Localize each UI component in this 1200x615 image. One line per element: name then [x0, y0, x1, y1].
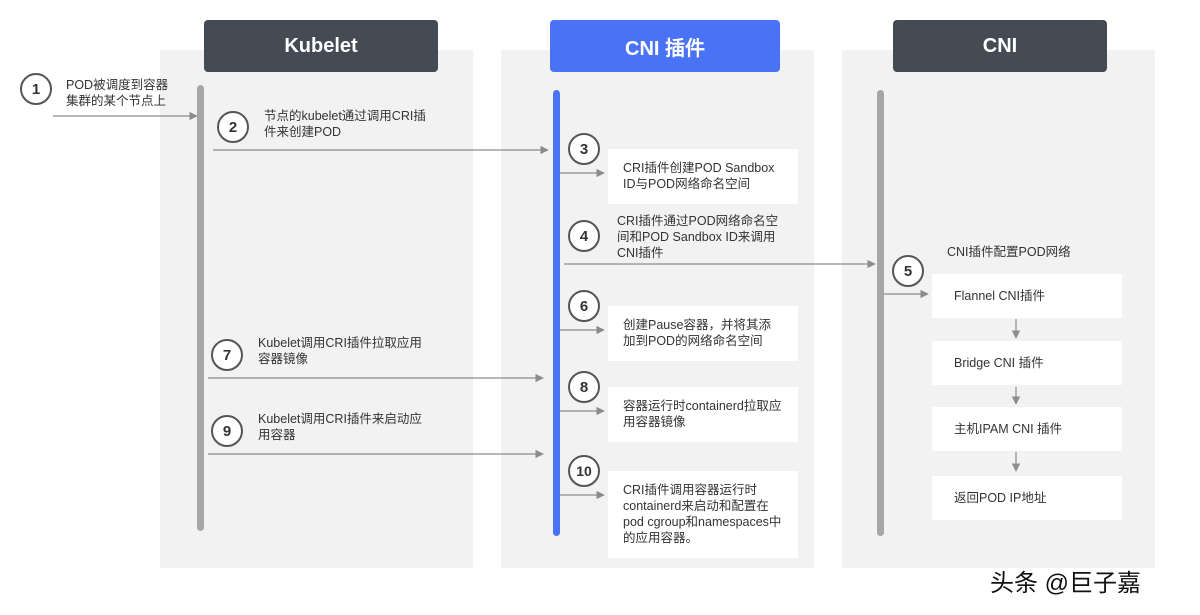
- step-10-box: CRI插件调用容器运行时containerd来启动和配置在pod cgroup和…: [608, 471, 798, 558]
- cni-plugin-lifeline: [553, 90, 560, 536]
- step-3-box: CRI插件创建POD Sandbox ID与POD网络命名空间: [608, 149, 798, 204]
- step-10-text: CRI插件调用容器运行时containerd来启动和配置在pod cgroup和…: [623, 483, 782, 545]
- kubelet-header: Kubelet: [204, 20, 438, 72]
- step-8-text: 容器运行时containerd拉取应用容器镜像: [623, 399, 782, 429]
- step-9-number: 9: [211, 415, 243, 447]
- step-4-number: 4: [568, 220, 600, 252]
- cni-chain-bridge: Bridge CNI 插件: [932, 341, 1122, 385]
- step-8-number: 8: [568, 371, 600, 403]
- step-1-text: POD被调度到容器集群的某个节点上: [66, 78, 169, 108]
- cni-header: CNI: [893, 20, 1107, 72]
- kubelet-lifeline: [197, 85, 204, 531]
- step-7-text: Kubelet调用CRI插件拉取应用容器镜像: [258, 336, 422, 366]
- kubelet-lane: [160, 50, 473, 568]
- step-2-number: 2: [217, 111, 249, 143]
- cni-lifeline: [877, 90, 884, 536]
- step-8-box: 容器运行时containerd拉取应用容器镜像: [608, 387, 798, 442]
- cni-plugin-header: CNI 插件: [550, 20, 780, 72]
- step-6-number: 6: [568, 290, 600, 322]
- step-4-text: CRI插件通过POD网络命名空间和POD Sandbox ID来调用CNI插件: [617, 214, 779, 260]
- watermark: 头条 @巨子嘉: [990, 570, 1142, 597]
- step-6-box: 创建Pause容器，并将其添加到POD的网络命名空间: [608, 306, 798, 361]
- step-5-number: 5: [892, 255, 924, 287]
- step-7-number: 7: [211, 339, 243, 371]
- cni-chain-return-ip: 返回POD IP地址: [932, 476, 1122, 520]
- step-9-text: Kubelet调用CRI插件来启动应用容器: [258, 412, 422, 442]
- step-5-text: CNI插件配置POD网络: [947, 245, 1071, 259]
- step-3-text: CRI插件创建POD Sandbox ID与POD网络命名空间: [623, 161, 775, 191]
- step-3-number: 3: [568, 133, 600, 165]
- step-6-text: 创建Pause容器，并将其添加到POD的网络命名空间: [623, 318, 771, 348]
- cni-chain-ipam: 主机IPAM CNI 插件: [932, 407, 1122, 451]
- step-2-text: 节点的kubelet通过调用CRI插件来创建POD: [264, 109, 426, 139]
- cni-chain-flannel: Flannel CNI插件: [932, 274, 1122, 318]
- step-1-number: 1: [20, 73, 52, 105]
- step-10-number: 10: [568, 455, 600, 487]
